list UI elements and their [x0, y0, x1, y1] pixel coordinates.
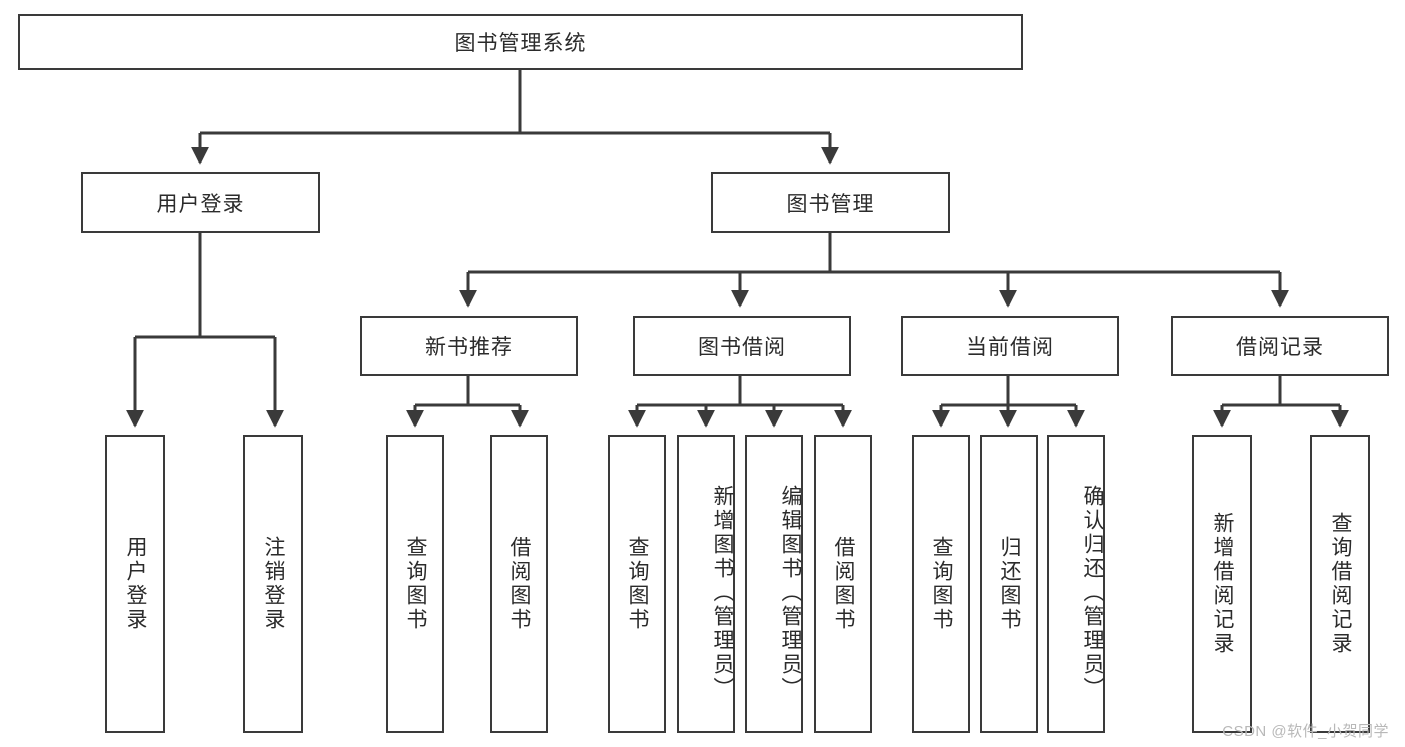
leaf-borrow-book[interactable]: 借阅图书	[814, 435, 872, 733]
node-book-management[interactable]: 图书管理	[711, 172, 950, 233]
node-book-borrow[interactable]: 图书借阅	[633, 316, 851, 376]
leaf-edit-book-admin[interactable]: 编辑图书（管理员）	[745, 435, 803, 733]
leaf-user-logout[interactable]: 注销登录	[243, 435, 303, 733]
node-borrow-record[interactable]: 借阅记录	[1171, 316, 1389, 376]
leaf-confirm-return-admin[interactable]: 确认归还（管理员）	[1047, 435, 1105, 733]
leaf-return-book[interactable]: 归还图书	[980, 435, 1038, 733]
node-new-book-recommend[interactable]: 新书推荐	[360, 316, 578, 376]
node-user-login[interactable]: 用户登录	[81, 172, 320, 233]
watermark-text: CSDN @软件_小贺同学	[1222, 723, 1389, 740]
leaf-query-book-recommend[interactable]: 查询图书	[386, 435, 444, 733]
leaf-add-book-admin[interactable]: 新增图书（管理员）	[677, 435, 735, 733]
leaf-query-book-current[interactable]: 查询图书	[912, 435, 970, 733]
node-current-borrow[interactable]: 当前借阅	[901, 316, 1119, 376]
leaf-query-borrow-record[interactable]: 查询借阅记录	[1310, 435, 1370, 733]
leaf-query-book-borrow[interactable]: 查询图书	[608, 435, 666, 733]
node-root[interactable]: 图书管理系统	[18, 14, 1023, 70]
leaf-user-login[interactable]: 用户登录	[105, 435, 165, 733]
leaf-borrow-book-recommend[interactable]: 借阅图书	[490, 435, 548, 733]
leaf-add-borrow-record[interactable]: 新增借阅记录	[1192, 435, 1252, 733]
